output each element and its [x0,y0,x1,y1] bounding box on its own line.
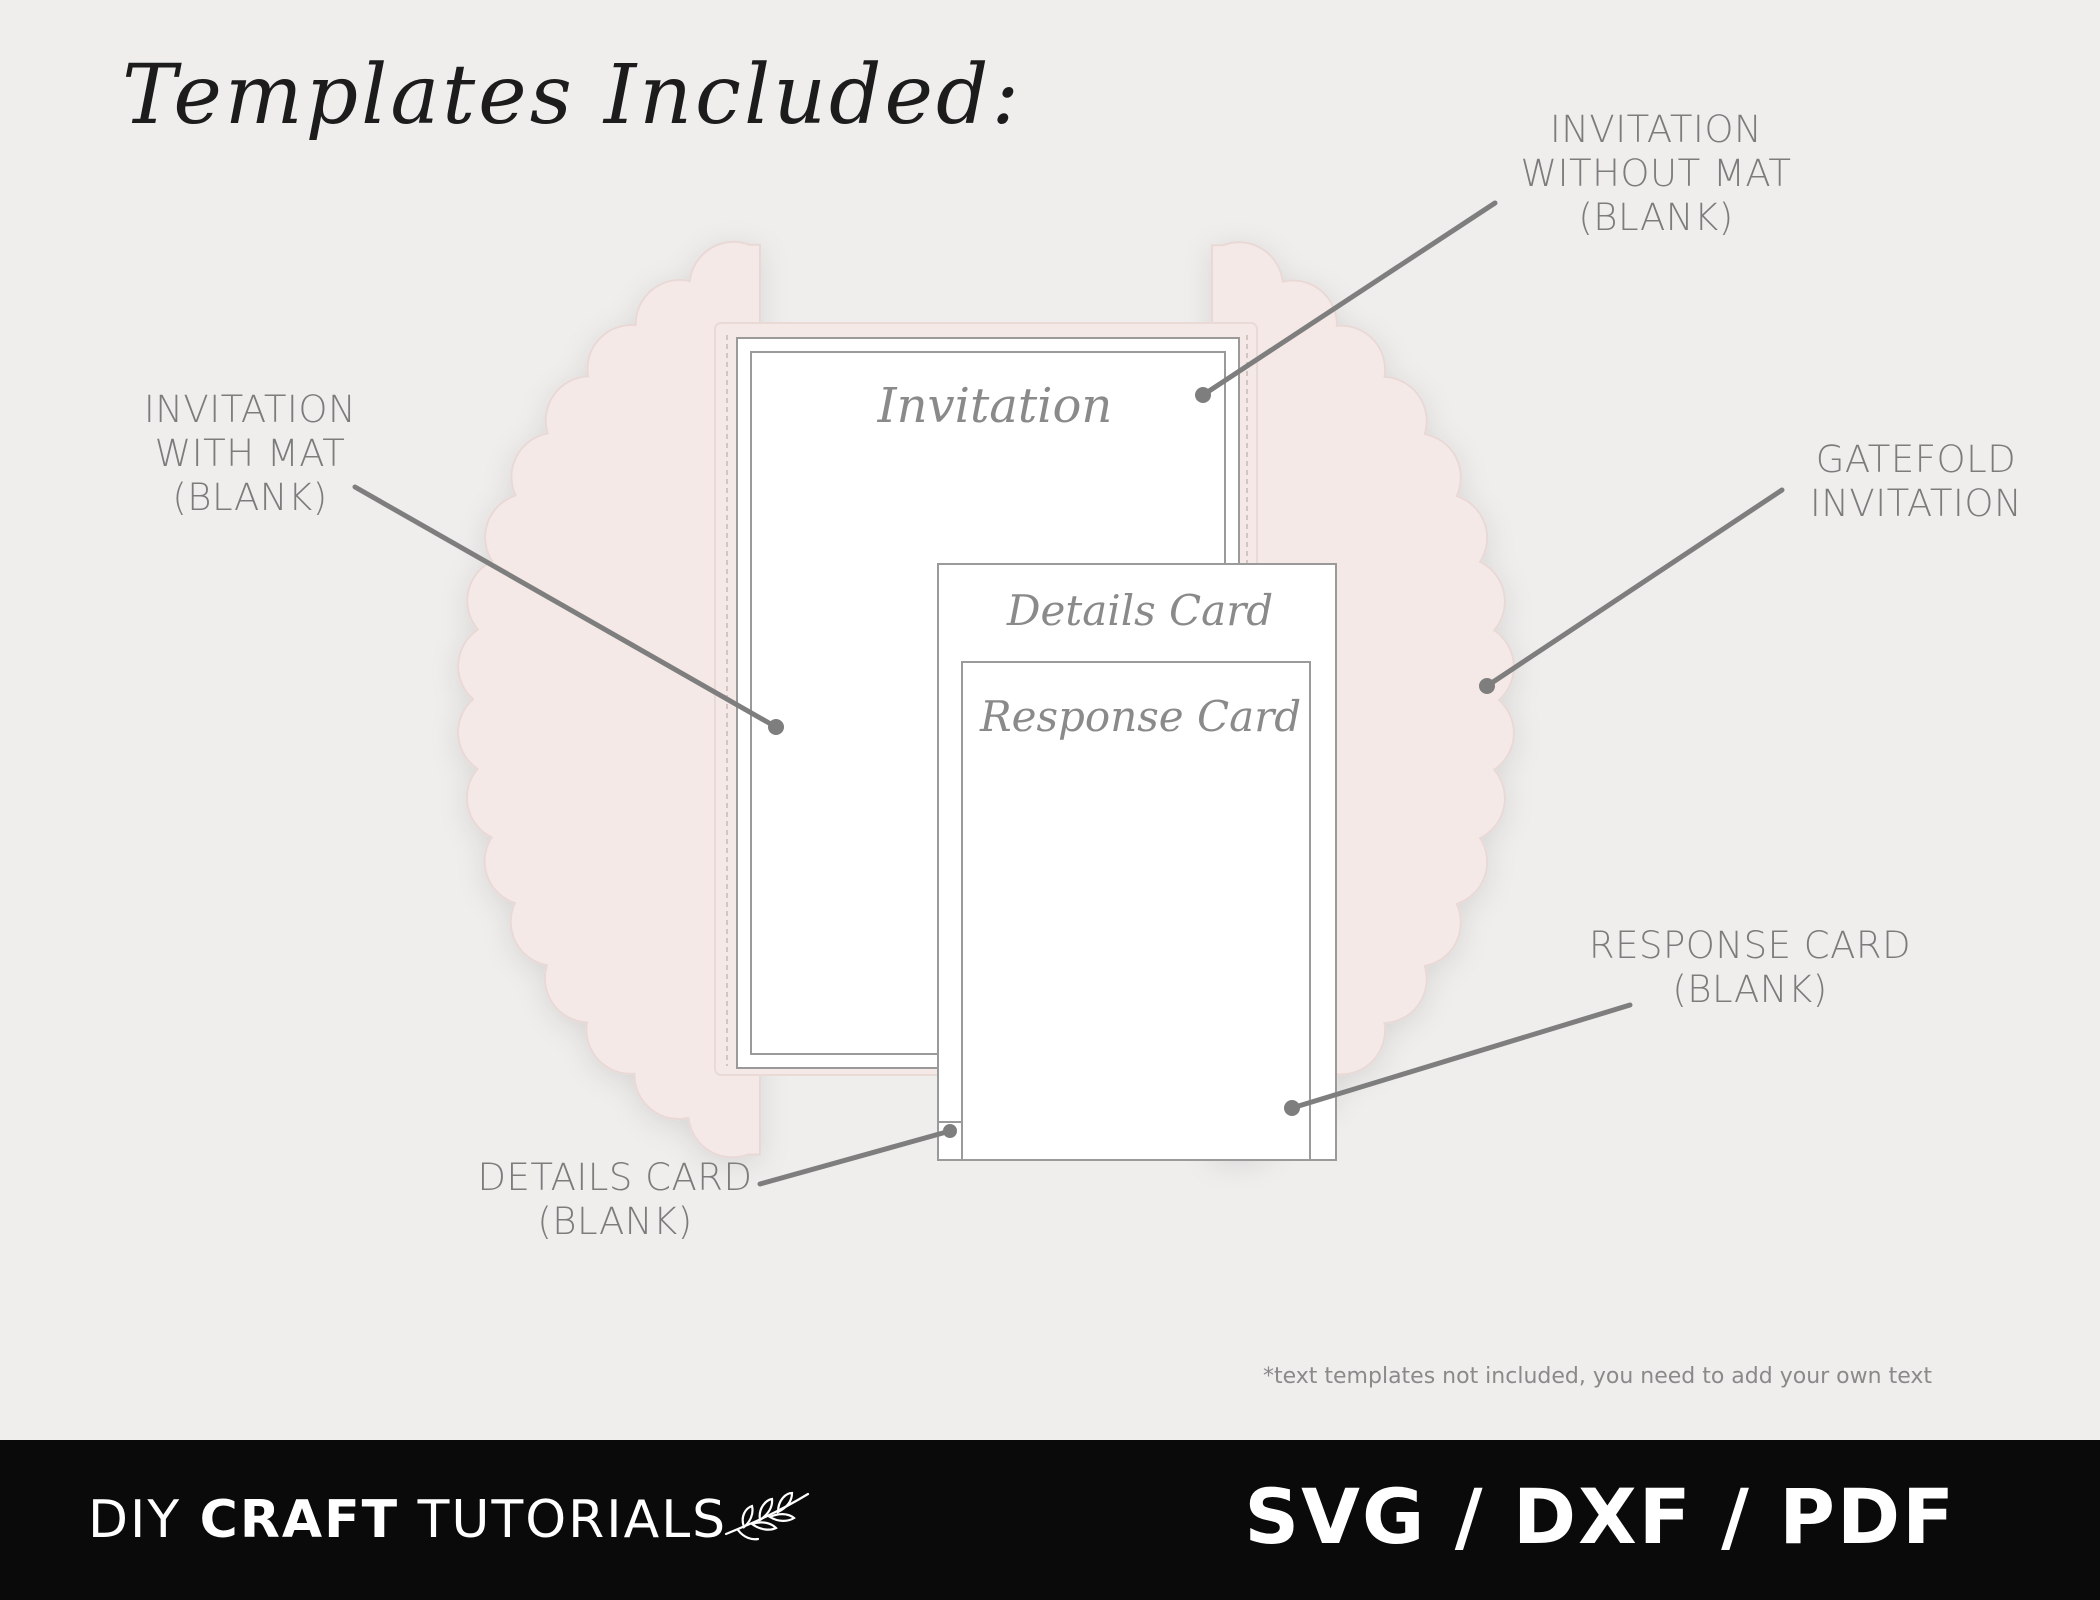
footnote: *text templates not included, you need t… [1262,1364,1932,1389]
callout-line: WITHOUT MAT [1520,152,1792,195]
footer-bar: DIY CRAFT TUTORIALS SVG / DXF / PDF [0,1440,2100,1600]
leader-invitation-without-mat [1200,200,1498,398]
callout-line: INVITATION [1549,108,1763,151]
leader-gatefold [1484,487,1785,689]
callout-details-card: DETAILS CARD (BLANK) [470,1156,760,1244]
response-card-title: Response Card [980,692,1302,741]
callout-line: INVITATION [143,388,357,431]
callout-line: WITH MAT [154,432,346,475]
marker-gatefold [1479,678,1495,694]
leader-details-card [757,1128,953,1187]
sprig-icon [724,1491,810,1541]
callout-line: (BLANK) [1672,968,1828,1011]
brand-text: TUTORIALS [399,1490,728,1550]
callout-line: INVITATION [1809,482,2023,525]
response-card [961,661,1311,1161]
page-title: Templates Included: [122,48,1023,143]
marker-details-card [943,1124,957,1138]
callout-line: DETAILS CARD [477,1156,753,1199]
brand-text: DIY [88,1490,200,1550]
callout-line: (BLANK) [1578,196,1734,239]
callout-line: RESPONSE CARD [1588,924,1912,967]
brand-text-bold: CRAFT [199,1490,400,1550]
gatefold-left-flap [457,240,761,1159]
brand-wordmark: DIY CRAFT TUTORIALS [88,1490,727,1550]
callout-line: GATEFOLD [1815,438,2017,481]
file-formats: SVG / DXF / PDF [1244,1472,1956,1561]
marker-invitation-without-mat [1195,387,1211,403]
callout-invitation-without-mat: INVITATION WITHOUT MAT (BLANK) [1496,108,1816,240]
leader-invitation-with-mat [352,484,779,730]
invitation-card-title: Invitation [877,378,1113,434]
details-card-title: Details Card [1006,586,1274,635]
callout-invitation-with-mat: INVITATION WITH MAT (BLANK) [130,388,370,520]
callout-response-card: RESPONSE CARD (BLANK) [1570,924,1930,1012]
callout-gatefold-invitation: GATEFOLD INVITATION [1786,438,2046,526]
callout-line: (BLANK) [537,1200,693,1243]
marker-invitation-with-mat [768,719,784,735]
leader-response-card [1289,1002,1633,1111]
marker-response-card [1284,1100,1300,1116]
callout-line: (BLANK) [172,476,328,519]
